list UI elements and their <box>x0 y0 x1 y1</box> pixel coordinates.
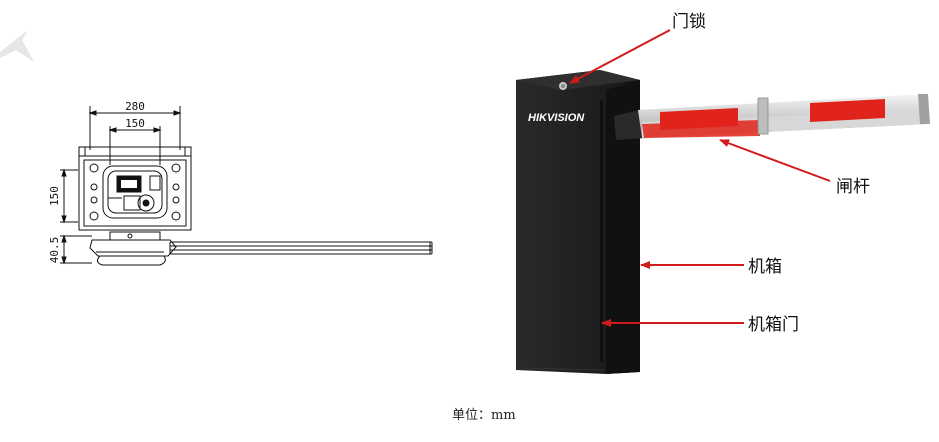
unit-caption: 单位：mm <box>452 408 516 423</box>
boom-arm-drawing <box>169 241 433 255</box>
boom-joint <box>757 97 769 135</box>
callout-label-cabinet: 机箱 <box>748 257 782 277</box>
brand-logo: HIKVISION <box>528 112 585 124</box>
base-clamp <box>89 239 177 257</box>
callout-label-boom-arm: 闸杆 <box>836 177 870 197</box>
housing-body <box>78 155 192 231</box>
dimension-label-150-vertical: 150 <box>48 186 61 206</box>
dimension-label-40-5: 40.5 <box>48 237 61 264</box>
boom-stripe <box>810 99 885 122</box>
technical-drawing <box>60 106 433 266</box>
dimension-label-280: 280 <box>125 100 145 113</box>
callout-label-cabinet-door: 机箱门 <box>748 315 799 335</box>
callout-arrow-boom-arm <box>719 139 831 182</box>
callout-arrow-door-lock <box>569 29 671 84</box>
motor-assembly <box>102 165 168 219</box>
dimension-label-150-horizontal: 150 <box>125 117 145 130</box>
barrier-gate-photo <box>516 70 930 374</box>
callout-label-door-lock: 门锁 <box>672 12 706 32</box>
corner-mark-icon <box>0 30 34 62</box>
top-plate <box>78 146 192 157</box>
